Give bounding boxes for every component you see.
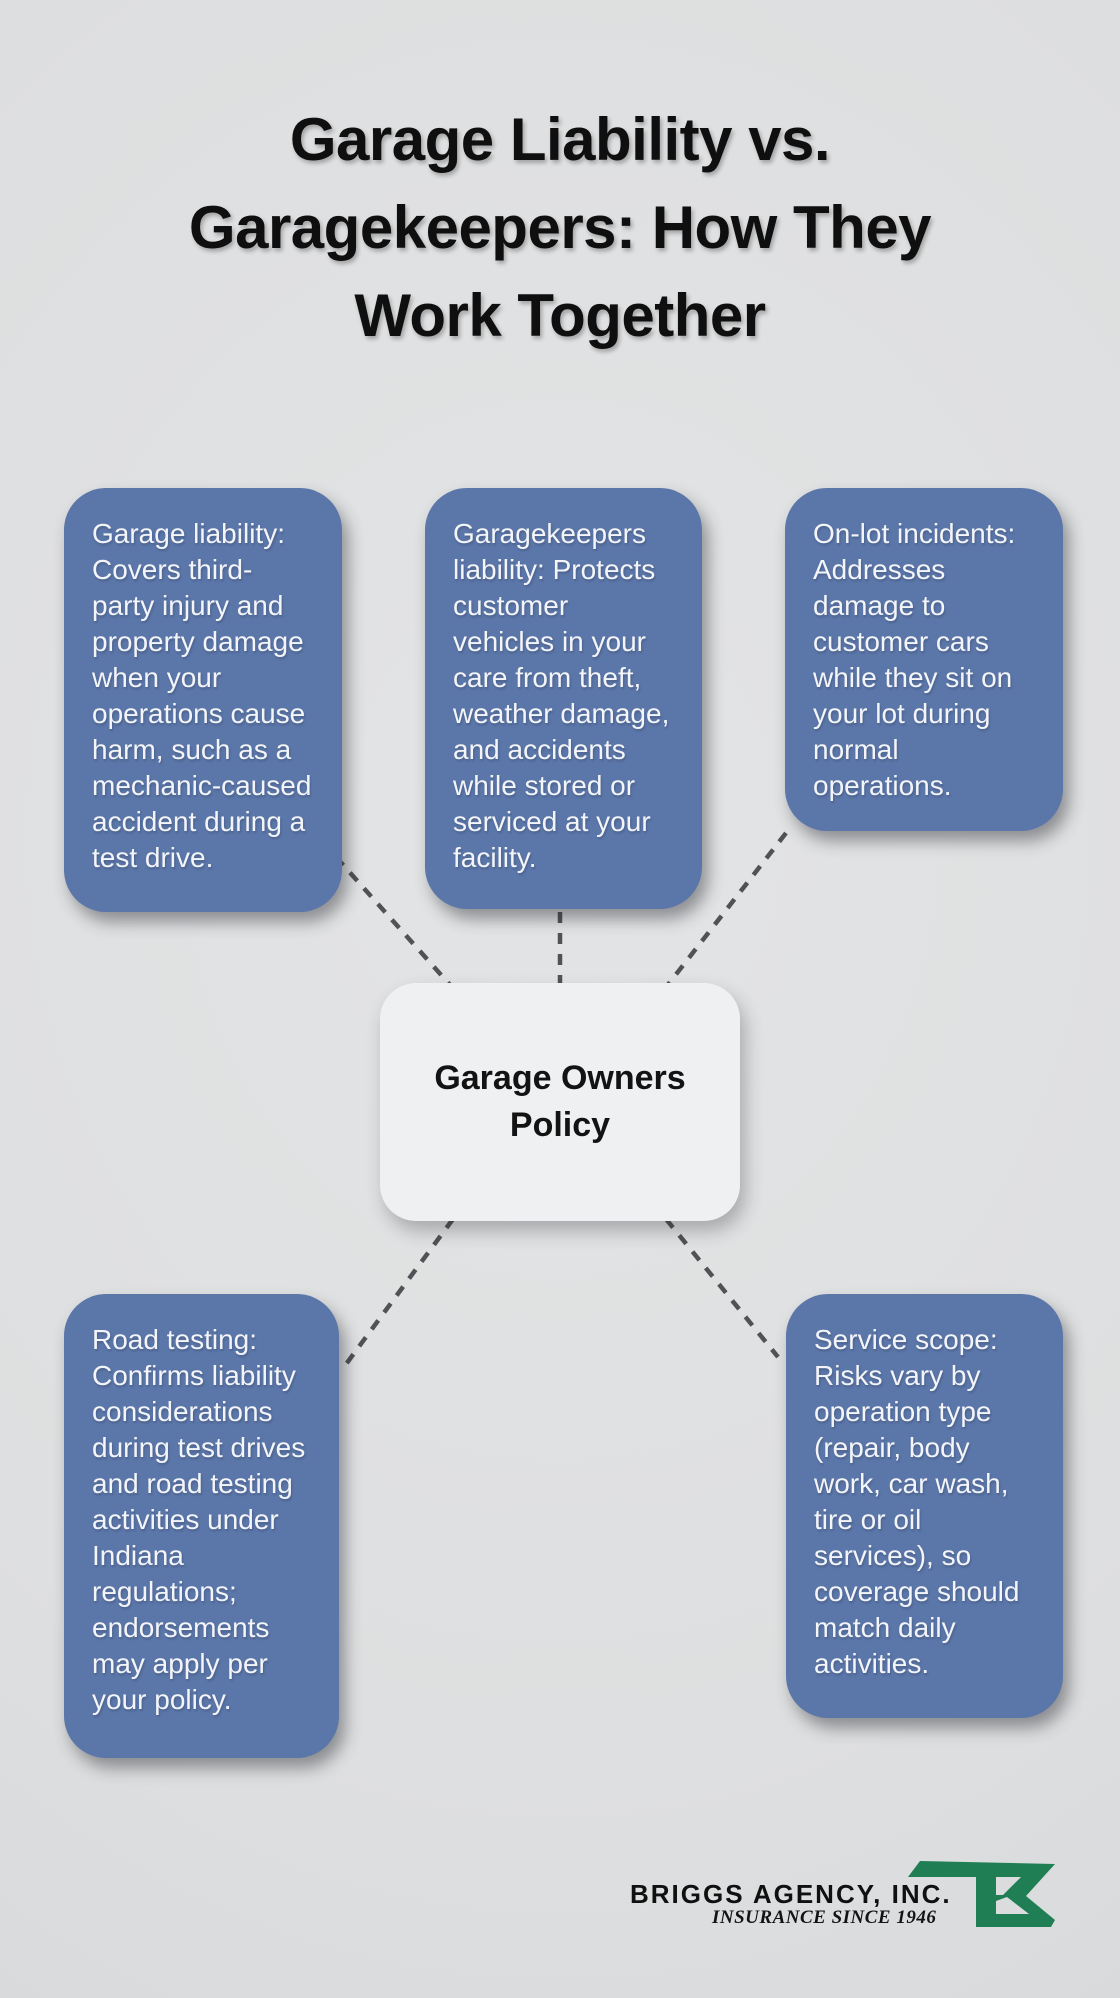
node-garage-liability: Garage liability: Covers third-party inj… [64,488,342,912]
center-node-label: Garage Owners Policy [434,1059,686,1144]
node-text: Garagekeepers liability: Protects custom… [453,518,670,873]
node-garagekeepers-liability: Garagekeepers liability: Protects custom… [425,488,702,909]
node-text: Garage liability: Covers third-party inj… [92,518,312,873]
node-text: Road testing: Confirms liability conside… [92,1324,306,1715]
page-title: Garage Liability vs. Garagekeepers: How … [188,106,932,349]
node-on-lot-incidents: On-lot incidents: Addresses damage to cu… [785,488,1063,831]
node-text: On-lot incidents: Addresses damage to cu… [813,518,1016,801]
brand-logo: BRIGGS AGENCY, INC. INSURANCE SINCE 1946 [600,1855,1070,1950]
connector-line [339,1217,455,1373]
brand-name: BRIGGS AGENCY, INC. [630,1879,952,1909]
node-road-testing: Road testing: Confirms liability conside… [64,1294,339,1758]
node-service-scope: Service scope: Risks vary by operation t… [786,1294,1063,1718]
center-node-garage-owners-policy: Garage Owners Policy [380,983,740,1221]
node-text: Service scope: Risks vary by operation t… [814,1324,1020,1679]
connector-line [664,1217,780,1359]
brand-tagline: INSURANCE SINCE 1946 [712,1907,937,1928]
briggs-b-logo-icon [908,1861,1055,1927]
